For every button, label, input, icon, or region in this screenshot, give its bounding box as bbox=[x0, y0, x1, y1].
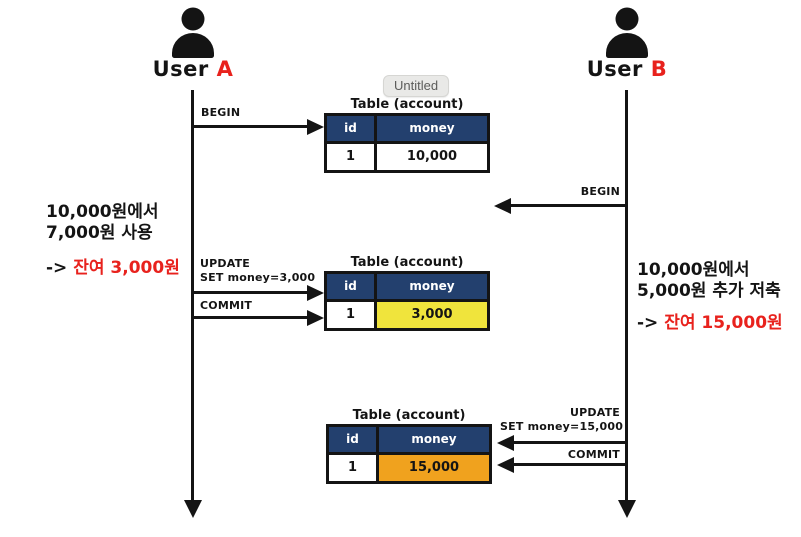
table1-header-row: id money bbox=[327, 116, 487, 141]
table3-header-id: id bbox=[329, 427, 379, 452]
table3-header-row: id money bbox=[329, 427, 489, 452]
table2-header-row: id money bbox=[327, 274, 487, 299]
user-b-timeline-arrowhead-icon bbox=[618, 500, 636, 518]
table1-header-id: id bbox=[327, 116, 377, 141]
table2-header-money: money bbox=[409, 279, 455, 293]
untitled-title-badge[interactable]: Untitled bbox=[383, 75, 450, 97]
b-begin-arrowhead-icon bbox=[494, 198, 511, 214]
note-b-result-line: -> 잔여 15,000원 bbox=[637, 313, 783, 334]
note-b-line2: 5,000원 추가 저축 bbox=[637, 281, 781, 301]
note-b-description: 10,000원에서 5,000원 추가 저축 bbox=[637, 260, 781, 302]
user-a-label-prefix: User bbox=[152, 57, 217, 81]
b-update-label-line1: UPDATE bbox=[569, 406, 620, 419]
table3-cell-id: 1 bbox=[329, 455, 379, 481]
table1-header-money: money bbox=[409, 121, 455, 135]
user-b-label-letter: B bbox=[650, 57, 668, 81]
user-b-person-icon bbox=[602, 6, 652, 59]
user-a-timeline bbox=[191, 90, 194, 502]
user-b-timeline bbox=[625, 90, 628, 502]
note-a-line2: 7,000원 사용 bbox=[46, 223, 153, 243]
a-commit-arrowhead-icon bbox=[307, 310, 324, 326]
a-begin-arrow-line bbox=[194, 125, 309, 128]
table2-data-row: 1 3,000 bbox=[327, 299, 487, 328]
table3: id money 1 15,000 bbox=[326, 424, 492, 484]
table1-cell-money: 10,000 bbox=[377, 144, 487, 170]
a-update-arrowhead-icon bbox=[307, 285, 324, 301]
b-begin-label: BEGIN bbox=[580, 185, 620, 198]
user-a-label: User A bbox=[138, 57, 248, 81]
note-a-arrow-prefix: -> bbox=[46, 258, 74, 278]
a-begin-arrowhead-icon bbox=[307, 119, 324, 135]
table2-title: Table (account) bbox=[350, 255, 464, 270]
table1-title: Table (account) bbox=[350, 97, 464, 112]
note-b-result: 잔여 15,000원 bbox=[664, 313, 783, 333]
a-begin-label: BEGIN bbox=[201, 106, 241, 119]
table1-cell-id: 1 bbox=[327, 144, 377, 170]
user-a-timeline-arrowhead-icon bbox=[184, 500, 202, 518]
a-update-label-line2: SET money=3,000 bbox=[200, 271, 316, 284]
table2: id money 1 3,000 bbox=[324, 271, 490, 331]
user-b-label: User B bbox=[572, 57, 682, 81]
note-a-description: 10,000원에서 7,000원 사용 bbox=[46, 202, 159, 244]
b-update-arrow-line bbox=[512, 441, 627, 444]
table2-cell-money: 3,000 bbox=[377, 302, 487, 328]
a-commit-arrow-line bbox=[194, 316, 309, 319]
a-update-label-line1: UPDATE bbox=[200, 257, 251, 270]
table3-data-row: 1 15,000 bbox=[329, 452, 489, 481]
table3-header-money: money bbox=[411, 432, 457, 446]
b-update-arrowhead-icon bbox=[497, 435, 514, 451]
a-update-arrow-line bbox=[194, 291, 309, 294]
table3-title: Table (account) bbox=[352, 408, 466, 423]
note-b-line1: 10,000원에서 bbox=[637, 260, 750, 280]
b-begin-arrow-line bbox=[509, 204, 627, 207]
note-a-line1: 10,000원에서 bbox=[46, 202, 159, 222]
b-commit-arrowhead-icon bbox=[497, 457, 514, 473]
a-commit-label: COMMIT bbox=[200, 299, 253, 312]
b-commit-arrow-line bbox=[512, 463, 627, 466]
table2-header-id: id bbox=[327, 274, 377, 299]
table1: id money 1 10,000 bbox=[324, 113, 490, 173]
table1-data-row: 1 10,000 bbox=[327, 141, 487, 170]
b-commit-label: COMMIT bbox=[567, 448, 620, 461]
note-a-result: 잔여 3,000원 bbox=[73, 258, 180, 278]
b-update-label-line2: SET money=15,000 bbox=[500, 420, 624, 433]
note-b-arrow-prefix: -> bbox=[637, 313, 665, 333]
table3-cell-money: 15,000 bbox=[379, 455, 489, 481]
user-b-label-prefix: User bbox=[586, 57, 651, 81]
table2-cell-id: 1 bbox=[327, 302, 377, 328]
user-a-label-letter: A bbox=[216, 57, 234, 81]
user-a-person-icon bbox=[168, 6, 218, 59]
note-a-result-line: -> 잔여 3,000원 bbox=[46, 258, 180, 279]
